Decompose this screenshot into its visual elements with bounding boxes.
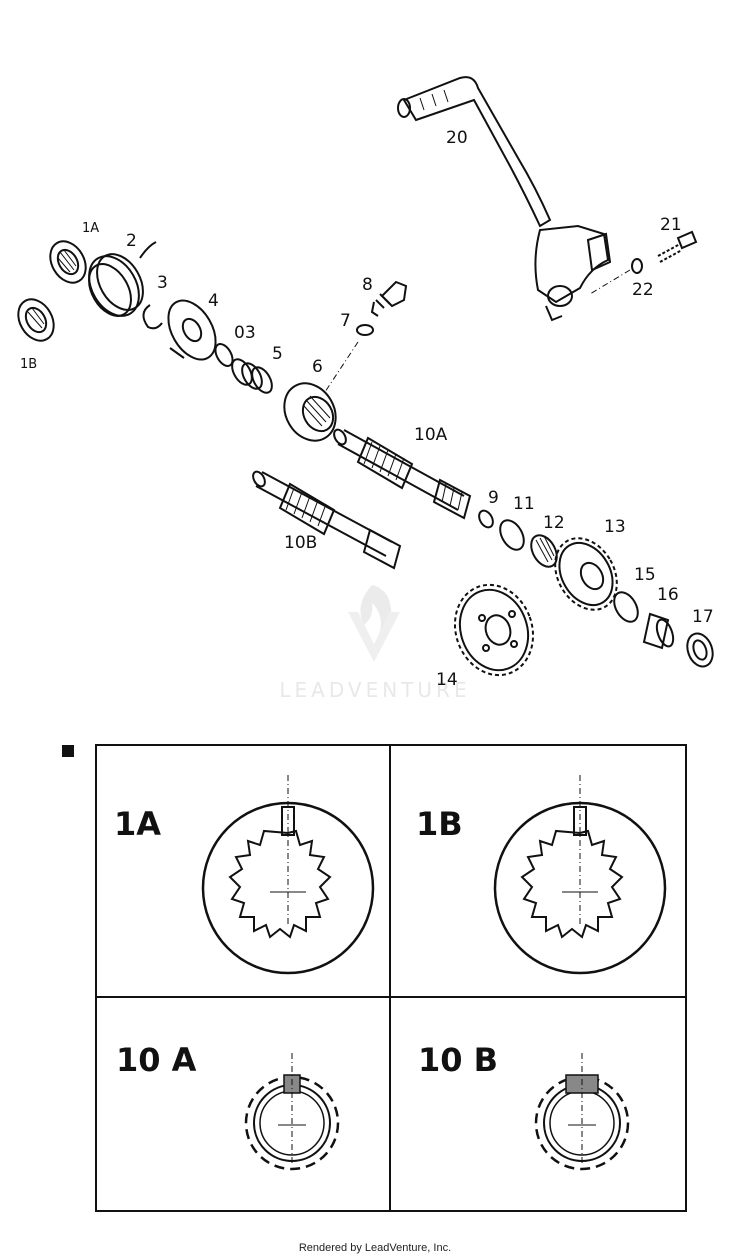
part-1b-bearing [17,298,55,342]
part-5-spring [231,358,273,394]
panel-label-1b: 1B [416,805,463,843]
panel-label-10a: 10 A [116,1041,197,1079]
exploded-parts-diagram: LEADVENTURE [17,76,714,702]
label-22: 22 [632,280,654,300]
label-2: 2 [126,231,137,251]
label-10a: 10A [414,425,448,445]
label-16: 16 [657,585,679,605]
label-5: 5 [272,344,283,364]
label-14: 14 [436,670,458,690]
part-3-circlip [142,304,163,330]
part-1a-bearing [49,240,87,284]
part-20-kick-lever [397,76,612,322]
detail-panel-10b: 10 B [418,1041,630,1171]
marker-square [62,745,74,757]
label-8: 8 [362,275,373,295]
part-8-bolt [370,280,408,317]
label-03: 03 [234,323,256,343]
watermark-text: LEADVENTURE [279,678,470,702]
part-labels: 1A 2 1B 3 4 03 5 6 7 8 10A 10B 9 11 12 1… [20,128,714,690]
detail-panels: 1A 1B 10 A 10 B [62,744,687,1212]
label-21: 21 [660,215,682,235]
leader-line-8 [324,341,359,393]
part-4-washer [167,299,217,361]
label-12: 12 [543,513,565,533]
leader-line-22 [589,269,631,295]
detail-panel-1b: 1B [416,775,667,975]
part-2-spring [88,241,157,317]
label-7: 7 [340,311,351,331]
part-03-ring [214,343,234,367]
footer-credit: Rendered by LeadVenture, Inc. [298,1242,452,1254]
part-17-bushing [686,632,714,668]
part-13-gear [554,537,618,611]
label-17: 17 [692,607,714,627]
part-14-gear [453,583,535,677]
detail-panel-1a: 1A [114,775,375,975]
part-12-bearing [530,534,558,568]
label-1a: 1A [82,221,99,236]
label-6: 6 [312,357,323,377]
label-11: 11 [513,494,535,514]
part-10b-shaft [252,470,402,570]
label-10b: 10B [284,533,317,553]
label-4: 4 [208,291,219,311]
part-6-ratchet [283,382,337,442]
label-13: 13 [604,517,626,537]
part-21-bolt [657,230,698,263]
part-11-washer [499,519,525,551]
part-10a-shaft [333,428,472,520]
label-20: 20 [446,128,468,148]
part-16-bearing [642,612,675,650]
label-15: 15 [634,565,656,585]
part-7-washer [356,324,374,336]
panel-label-10b: 10 B [418,1041,498,1079]
panel-label-1a: 1A [114,805,161,843]
detail-panel-10a: 10 A [116,1041,340,1171]
label-9: 9 [488,488,499,508]
label-3: 3 [157,273,168,293]
watermark: LEADVENTURE [279,585,470,702]
label-1b: 1B [20,357,37,372]
part-9-ring [478,509,494,529]
part-22-washer [631,258,643,274]
part-15-washer [613,591,639,623]
